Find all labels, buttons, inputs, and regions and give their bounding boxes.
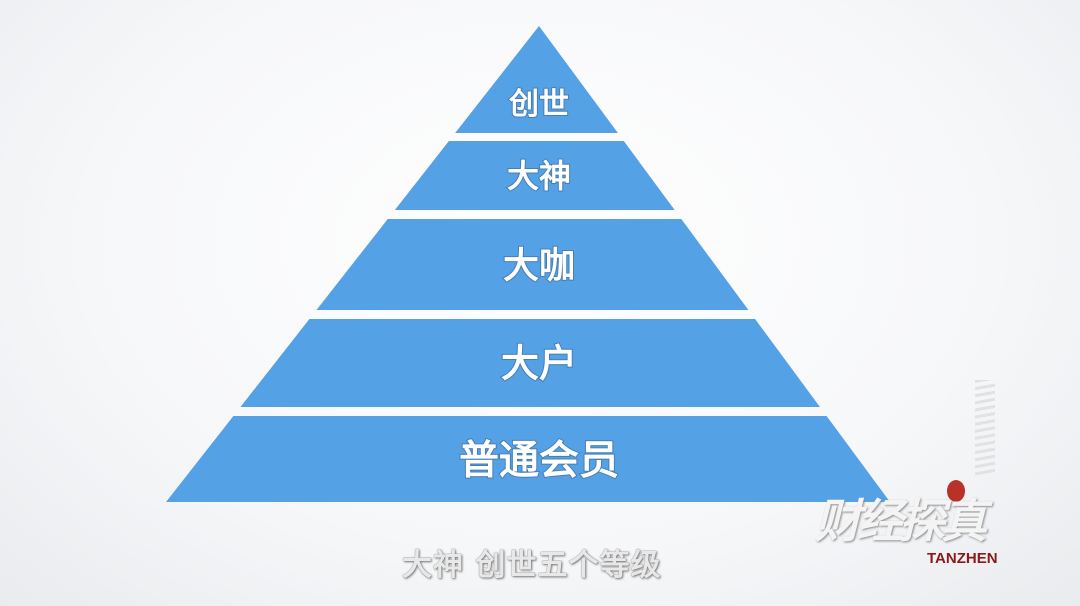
pyramid-level-label: 普通会员: [459, 437, 619, 483]
logo-brush-decoration: [975, 380, 995, 475]
pyramid-level-1: [455, 26, 618, 133]
pyramid-level-2: [394, 141, 675, 210]
pyramid-level-5: [166, 416, 890, 502]
video-subtitle: 大神 创世五个等级: [402, 548, 662, 583]
pyramid-level-3: [316, 219, 749, 310]
pyramid-level-label: 创世: [508, 87, 569, 122]
pyramid-level-label: 大咖: [503, 245, 575, 286]
logo-text-en: TANZHEN: [927, 550, 998, 567]
pyramid-level-4: [240, 319, 820, 407]
pyramid-level-label: 大神: [507, 157, 571, 195]
channel-logo: 财经探真 TANZHEN: [815, 380, 1045, 580]
logo-text-cn: 财经探真: [815, 494, 987, 548]
logo-seal: [947, 480, 965, 502]
pyramid-level-label: 大户: [501, 342, 577, 386]
